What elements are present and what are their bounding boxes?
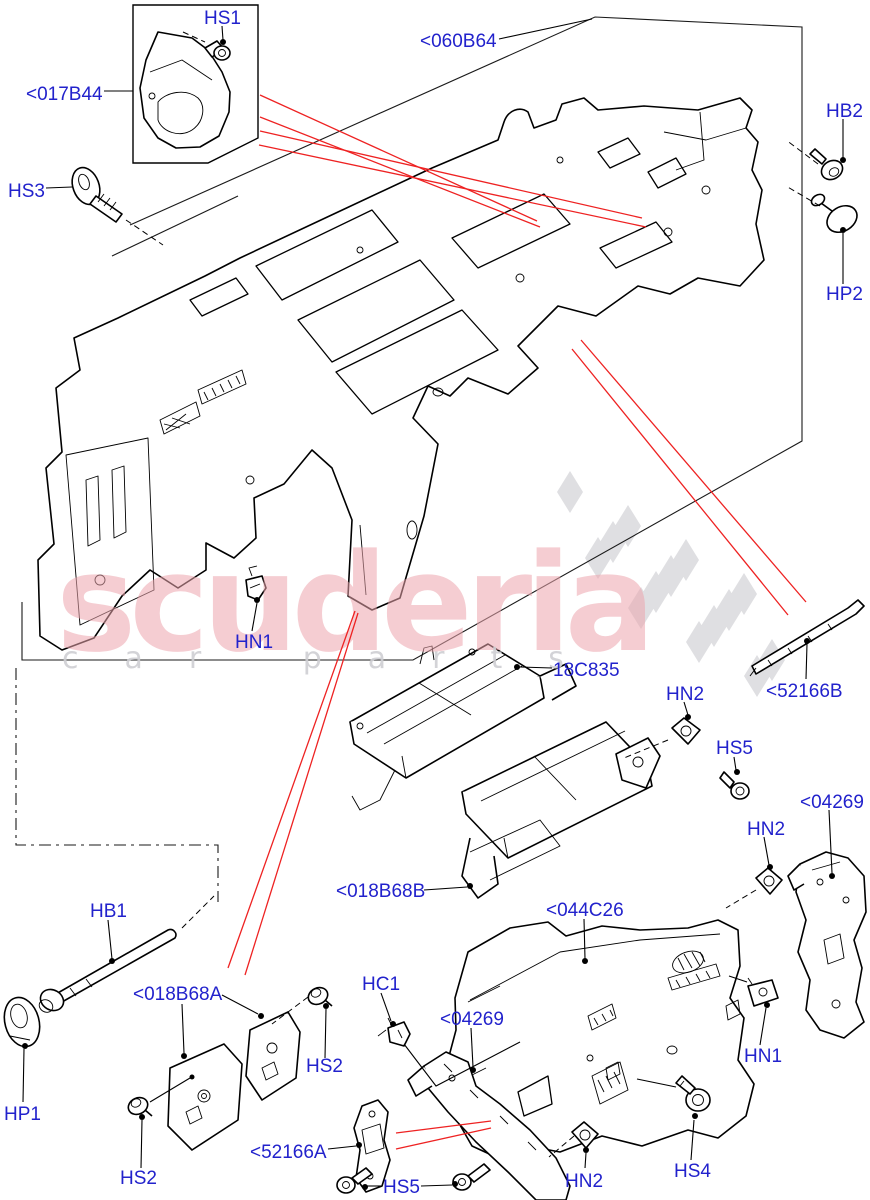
part-label-hn1b[interactable]: HN1 — [744, 1046, 782, 1067]
bracket-04269a-drawing — [787, 851, 867, 1039]
flag-cell — [557, 471, 583, 513]
part-label-hs5a[interactable]: HS5 — [716, 738, 753, 759]
part-label-hb2[interactable]: HB2 — [826, 101, 863, 122]
nut-hn2a-drawing — [671, 717, 701, 745]
part-label-hs2b[interactable]: HS2 — [306, 1056, 343, 1077]
part-label-017b44[interactable]: <017B44 — [26, 84, 103, 105]
console-044c26-drawing — [447, 919, 755, 1159]
part-label-52166b[interactable]: <52166B — [766, 681, 843, 702]
main-panel-drawing — [37, 97, 765, 651]
clip-hn1a-drawing — [245, 565, 267, 601]
part-label-04269b[interactable]: <04269 — [440, 1009, 504, 1030]
part-label-hn2a[interactable]: HN2 — [666, 684, 704, 705]
part-label-hp2[interactable]: HP2 — [826, 284, 863, 305]
nut-hn2c-drawing — [571, 1121, 599, 1149]
part-label-52166a[interactable]: <52166A — [250, 1142, 327, 1163]
bracket-52166a-drawing — [353, 1099, 391, 1193]
watermark-brand-text: scuderia — [56, 525, 649, 682]
part-label-18c835[interactable]: 18C835 — [553, 660, 620, 681]
plug-hp1-drawing — [3, 996, 41, 1048]
plates-018b68a-drawing — [167, 1011, 301, 1151]
leader-lines — [22, 18, 844, 1187]
screw-hs2b-drawing — [307, 986, 333, 1007]
module-18c835-drawing — [349, 643, 577, 811]
part-label-hs4[interactable]: HS4 — [674, 1161, 711, 1182]
part-label-060b64[interactable]: <060B64 — [420, 31, 497, 52]
part-label-hn1a[interactable]: HN1 — [235, 632, 273, 653]
plug-hp2-drawing — [810, 193, 858, 234]
part-labels: HS1 <017B44 <060B64 HB2 HS3 HP2 HN1 18C8… — [4, 8, 864, 1198]
rail-52166b-drawing — [749, 599, 865, 677]
tray-018b68b-drawing — [461, 721, 661, 899]
inset-box — [132, 4, 259, 164]
bolt-hs5a-drawing — [719, 771, 750, 800]
part-label-hc1[interactable]: HC1 — [362, 974, 400, 995]
flag-cell — [585, 537, 611, 579]
leader-dots — [22, 39, 846, 1190]
part-label-hs2a[interactable]: HS2 — [120, 1168, 157, 1189]
red-leader-lines — [227, 94, 807, 1150]
part-label-04269a[interactable]: <04269 — [800, 792, 864, 813]
part-label-hs3[interactable]: HS3 — [8, 181, 45, 202]
screw-hs2a-drawing — [127, 1096, 153, 1117]
bolt-hb2-drawing — [809, 148, 844, 181]
part-label-018b68a[interactable]: <018B68A — [133, 984, 223, 1005]
part-label-018b68b[interactable]: <018B68B — [336, 881, 425, 902]
bolts-hs5b-drawing — [336, 1163, 491, 1194]
part-label-hs5b[interactable]: HS5 — [383, 1177, 420, 1198]
bolt-hb1-drawing — [38, 928, 177, 1013]
clip-hn1b-drawing — [747, 977, 779, 1007]
bolt-hs1-drawing — [204, 40, 231, 61]
part-label-hn2c[interactable]: HN2 — [565, 1171, 603, 1192]
watermark-tagline-text: car parts — [62, 641, 610, 676]
part-label-hs1[interactable]: HS1 — [204, 8, 241, 29]
part-label-hn2b[interactable]: HN2 — [747, 819, 785, 840]
part-label-hp1[interactable]: HP1 — [4, 1104, 41, 1125]
part-label-044c26[interactable]: <044C26 — [546, 900, 624, 921]
nut-hn2b-drawing — [755, 867, 783, 895]
boundary-lines — [15, 16, 803, 902]
screw-hs3-drawing — [71, 166, 123, 223]
part-label-hb1[interactable]: HB1 — [90, 901, 127, 922]
flag-cell — [686, 621, 712, 663]
screw-hs4-drawing — [675, 1075, 711, 1112]
flag-cell — [628, 587, 654, 629]
